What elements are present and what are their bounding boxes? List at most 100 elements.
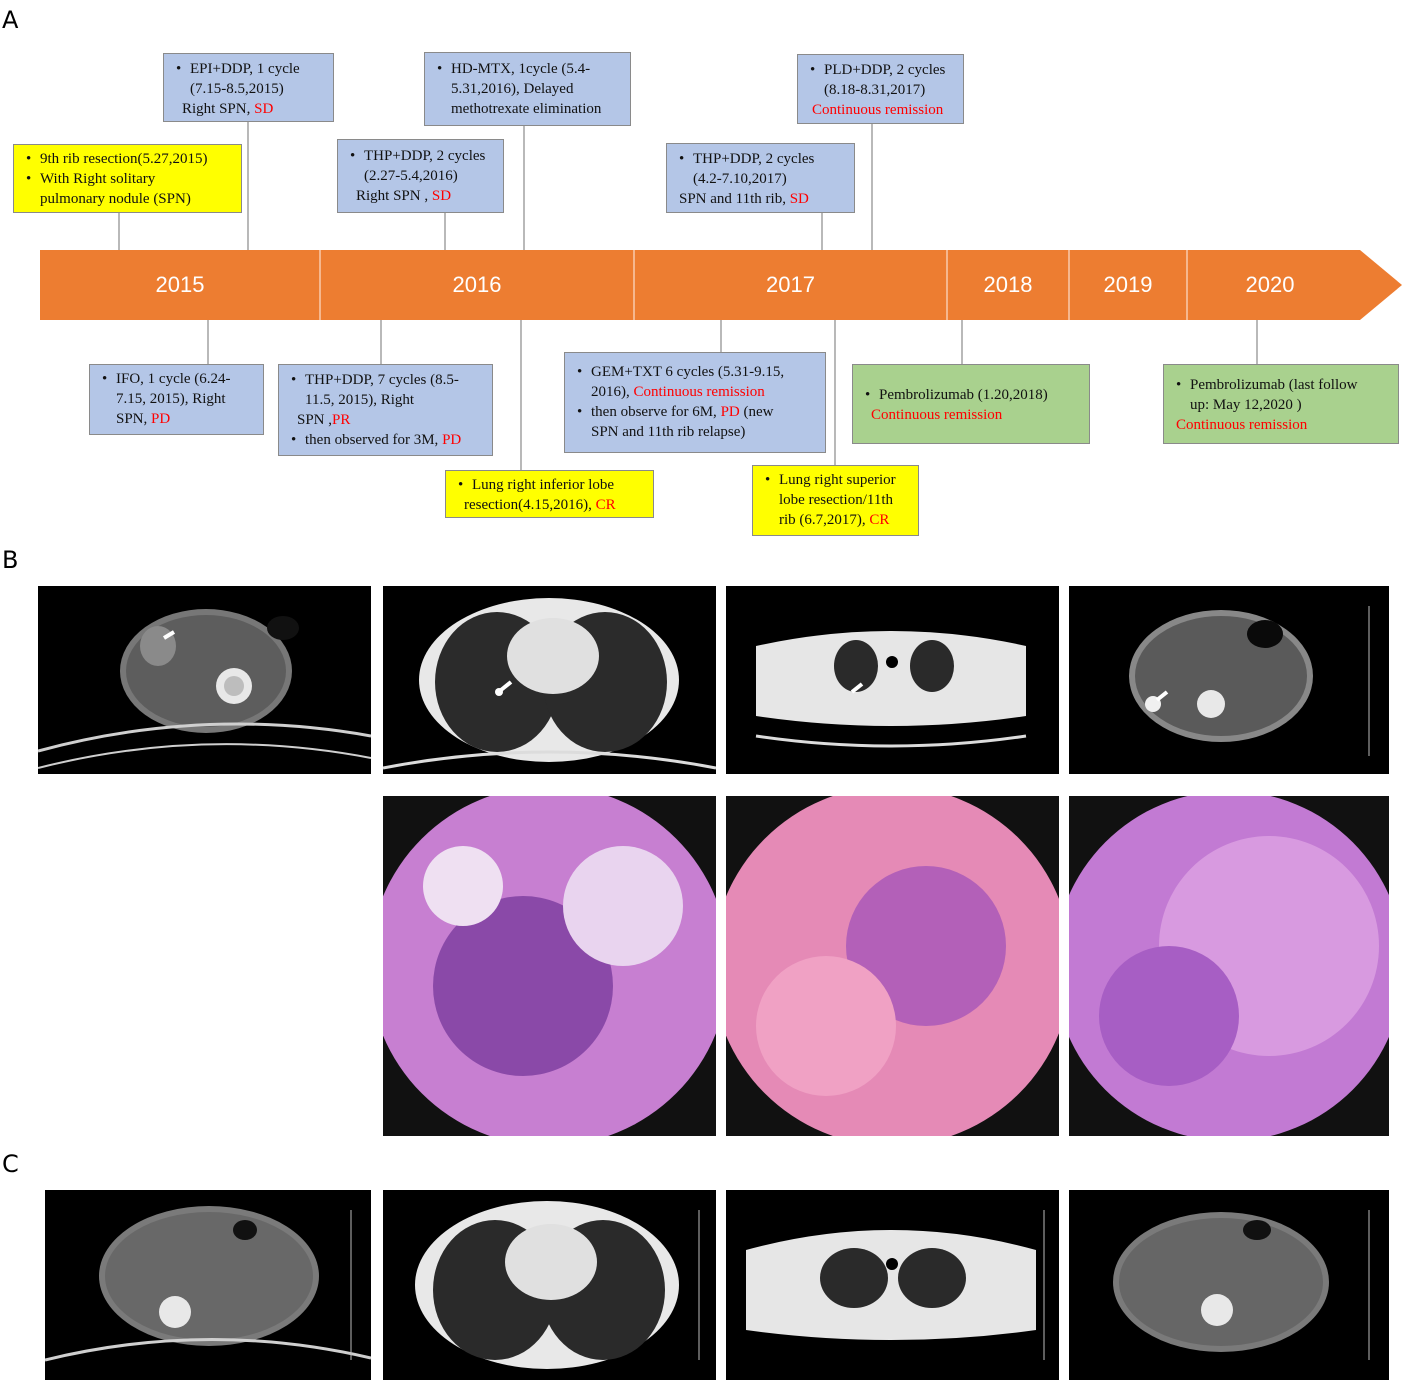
- box-thp-ddp-2016: • THP+DDP, 2 cycles (2.27-5.4,2016) Right…: [337, 139, 504, 213]
- box-text: (8.18-8.31,2017): [824, 82, 926, 98]
- box-text: THP+DDP, 7 cycles (8.5-: [305, 372, 459, 388]
- box-text: SPN and 11th rib relapse): [591, 424, 746, 440]
- box-text: Right SPN,: [182, 101, 255, 117]
- year-2015: 2015: [155, 272, 205, 297]
- box-text: 9th rib resection(5.27,2015): [40, 151, 208, 167]
- bullet-icon: •: [1176, 377, 1182, 393]
- panel-label-c: C: [2, 1150, 19, 1178]
- bullet-icon: •: [350, 148, 356, 164]
- bullet-icon: •: [291, 432, 297, 448]
- year-2017: 2017: [766, 272, 815, 297]
- panel-label-a: A: [2, 6, 19, 34]
- box-text: rib (6.7,2017),: [779, 512, 870, 528]
- box-text: 11.5, 2015), Right: [305, 392, 415, 408]
- box-text: THP+DDP, 2 cycles: [364, 148, 486, 164]
- status-text: Continuous remission: [871, 407, 1003, 423]
- bullet-icon: •: [577, 364, 583, 380]
- box-rib-resection-2015: • 9th rib resection(5.27,2015) • With Righ…: [13, 144, 242, 213]
- bullet-icon: •: [765, 472, 771, 488]
- box-pld-ddp: • PLD+DDP, 2 cycles (8.18-8.31,2017) Cont…: [797, 54, 964, 124]
- box-gem-txt: • GEM+TXT 6 cycles (5.31-9.15, 2016), Con…: [564, 352, 826, 453]
- status-text: CR: [869, 512, 890, 528]
- box-text: Pembrolizumab (1.20,2018): [879, 387, 1048, 403]
- box-hd-mtx: • HD-MTX, 1cycle (5.4- 5.31,2016), Delaye…: [424, 52, 631, 126]
- box-text: SPN and 11th rib,: [679, 191, 790, 207]
- ct-scan-c4: [1069, 1190, 1389, 1380]
- box-text: up: May 12,2020 ): [1190, 397, 1302, 413]
- status-text: PD: [151, 411, 171, 427]
- box-pembro-2018: • Pembrolizumab (1.20,2018) Continuous re…: [852, 364, 1090, 444]
- box-lung-inferior: • Lung right inferior lobe resection(4.15…: [445, 470, 654, 518]
- box-text: 7.15, 2015), Right: [116, 391, 226, 407]
- box-text: Lung right superior: [779, 472, 896, 488]
- box-lung-superior: • Lung right superior lobe resection/11th…: [752, 465, 919, 536]
- year-2020: 2020: [1245, 272, 1295, 297]
- box-text: PLD+DDP, 2 cycles: [824, 62, 946, 78]
- bullet-icon: •: [458, 477, 464, 493]
- box-epi-ddp: • EPI+DDP, 1 cycle (7.15-8.5,2015) Right …: [163, 53, 334, 122]
- box-text: methotrexate elimination: [451, 101, 602, 117]
- year-2019: 2019: [1103, 272, 1153, 297]
- box-text: Pembrolizumab (last follow: [1190, 377, 1358, 393]
- box-text: lobe resection/11th: [779, 492, 893, 508]
- bullet-icon: •: [176, 61, 182, 77]
- box-pembro-2020: • Pembrolizumab (last follow up: May 12,2…: [1163, 364, 1399, 444]
- status-text: CR: [595, 497, 616, 513]
- box-text: IFO, 1 cycle (6.24-: [116, 371, 231, 387]
- year-2016: 2016: [452, 272, 502, 297]
- box-text: EPI+DDP, 1 cycle: [190, 61, 300, 77]
- box-text: (7.15-8.5,2015): [190, 81, 284, 97]
- timeline-arrow: [40, 120, 1402, 470]
- histology-image-1: [383, 796, 716, 1136]
- box-text: Lung right inferior lobe: [472, 477, 615, 493]
- ct-scan-b2: [383, 586, 716, 774]
- panel-label-b: B: [2, 546, 19, 574]
- box-thp-ddp-7: • THP+DDP, 7 cycles (8.5- 11.5, 2015), Ri…: [278, 364, 493, 456]
- box-thp-ddp-2017: • THP+DDP, 2 cycles (4.2-7.10,2017) SPN a…: [666, 143, 855, 213]
- bullet-icon: •: [26, 171, 32, 187]
- bullet-icon: •: [26, 151, 32, 167]
- box-text: THP+DDP, 2 cycles: [693, 151, 815, 167]
- box-text: resection(4.15,2016),: [464, 497, 596, 513]
- box-ifo: •IFO, 1 cycle (6.24- 7.15, 2015), Right …: [89, 364, 264, 435]
- box-text: (4.2-7.10,2017): [693, 171, 787, 187]
- status-text: PD: [442, 432, 462, 448]
- box-text: HD-MTX, 1cycle (5.4-: [451, 61, 591, 77]
- status-text: Continuous remission: [812, 102, 944, 118]
- status-text: Continuous remission: [633, 384, 765, 400]
- box-text: then observe for 6M,: [591, 404, 721, 420]
- bullet-icon: •: [291, 372, 297, 388]
- ct-scan-b1: [38, 586, 371, 774]
- bullet-icon: •: [865, 387, 871, 403]
- ct-scan-c2: [383, 1190, 716, 1380]
- histology-image-2: [726, 796, 1059, 1136]
- box-text: With Right solitary: [40, 171, 156, 187]
- bullet-icon: •: [102, 371, 108, 387]
- box-text: Right SPN ,: [356, 188, 432, 204]
- box-text: pulmonary nodule (SPN): [40, 191, 191, 207]
- box-text: SPN ,: [297, 412, 333, 428]
- ct-scan-c1: [45, 1190, 371, 1380]
- box-text: GEM+TXT 6 cycles (5.31-9.15,: [591, 364, 785, 380]
- bullet-icon: •: [679, 151, 685, 167]
- box-text: SPN,: [116, 411, 152, 427]
- status-text: Continuous remission: [1176, 417, 1308, 433]
- status-text: SD: [431, 188, 452, 204]
- histology-image-3: [1069, 796, 1389, 1136]
- box-text: (2.27-5.4,2016): [364, 168, 458, 184]
- bullet-icon: •: [810, 62, 816, 78]
- ct-scan-b4: [1069, 586, 1389, 774]
- status-text: PD: [720, 404, 740, 420]
- status-text: SD: [789, 191, 809, 207]
- bullet-icon: •: [577, 404, 583, 420]
- box-text: 2016),: [591, 384, 634, 400]
- status-text: PR: [332, 412, 351, 428]
- box-text: (new: [739, 404, 774, 420]
- box-text: then observed for 3M,: [305, 432, 443, 448]
- year-2018: 2018: [983, 272, 1033, 297]
- ct-scan-b3: [726, 586, 1059, 774]
- bullet-icon: •: [437, 61, 443, 77]
- box-text: 5.31,2016), Delayed: [451, 81, 574, 97]
- status-text: SD: [254, 101, 274, 117]
- ct-scan-c3: [726, 1190, 1059, 1380]
